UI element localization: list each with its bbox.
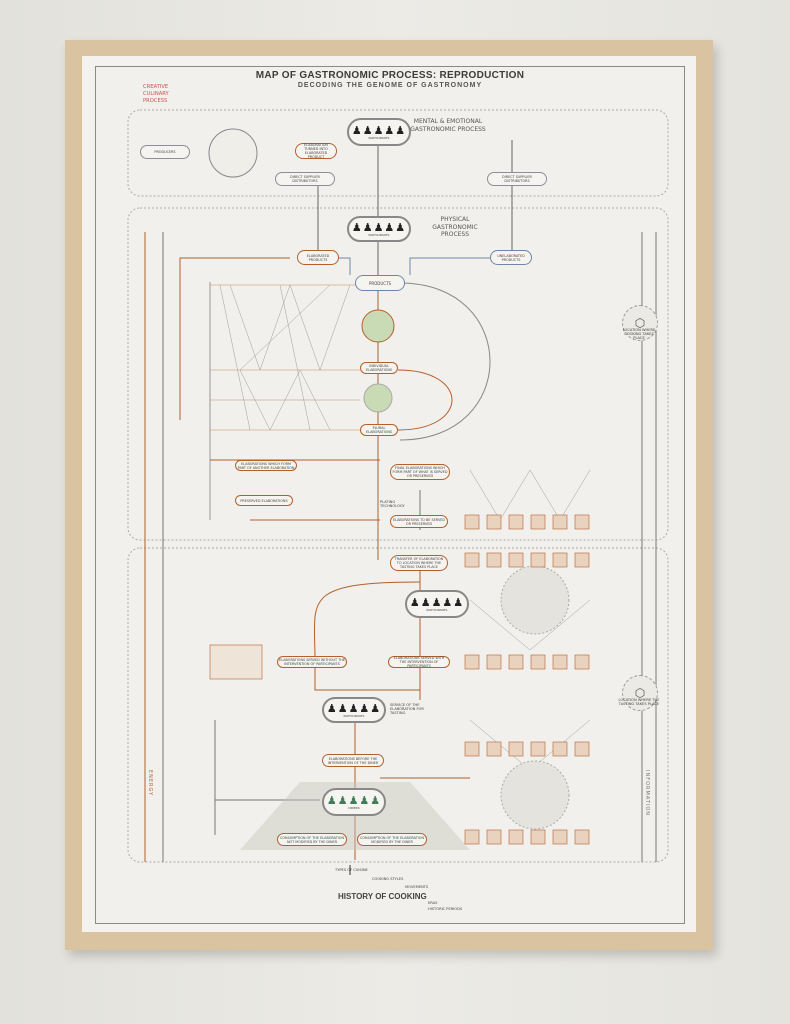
transfer-node: TRANSFER OF ELABORATION TO LOCATION WHER… — [390, 555, 448, 571]
people-icon: ♟♟♟♟♟ — [326, 793, 382, 807]
eras-label: ERAS — [428, 901, 438, 905]
historic-periods-label: HISTORIC PERIODS — [428, 907, 463, 911]
elaborated-product-node: ELABORATION TURNED INTO ELABORATED PRODU… — [295, 143, 337, 159]
people-icon: ♟♟♟♟♟ — [409, 595, 465, 609]
cube-icon-tasting: ⬡ — [622, 675, 658, 711]
location-tasting-label: LOCATION WHERE THE TASTING TAKES PLACE — [618, 698, 660, 707]
before-diner-node: ELABORATIONS BEFORE THE INTERVENTION OF … — [322, 754, 384, 767]
energy-label: ENERGY — [147, 770, 153, 797]
history-of-cooking: HISTORY OF COOKING — [338, 892, 427, 901]
served-with-node: ELABORATIONS SERVED WITH THE INTERVENTIO… — [388, 656, 450, 668]
creative-culinary-process-label: CREATIVE CULINARY PROCESS — [143, 84, 169, 104]
types-of-cuisine-label: TYPES OF CUISINE — [335, 868, 368, 872]
plural-elaborations-node: PLURAL ELABORATIONS — [360, 424, 398, 436]
cube-icon-cooking: ⬡ — [622, 305, 658, 341]
participants-node-physical: ♟♟♟♟♟ PARTICIPANTS — [347, 216, 411, 242]
unelaborated-products-node: UNELABORATED PRODUCTS — [490, 250, 532, 265]
location-cooking-label: LOCATION WHERE COOKING TAKES PLACE — [622, 328, 656, 341]
elaborated-products-node: ELABORATED PRODUCTS — [297, 250, 339, 265]
direct-supplier-right-node: DIRECT SUPPLIER DISTRIBUTORS — [487, 172, 547, 186]
participants-node-top: ♟♟♟♟♟ PARTICIPANTS — [347, 118, 411, 146]
plating-label: PLATING TECHNOLOGY — [380, 500, 405, 509]
producers-node: PRODUCERS — [140, 145, 190, 159]
served-without-node: ELABORATIONS SERVED WITHOUT THE INTERVEN… — [277, 656, 347, 668]
direct-supplier-left-node: DIRECT SUPPLIER DISTRIBUTORS — [275, 172, 335, 186]
people-icon: ♟♟♟♟♟ — [326, 701, 382, 715]
preserved-elaborations-node: PRESERVED ELABORATIONS — [235, 495, 293, 506]
modified-node: CONSUMPTION OF THE ELABORATION MODIFIED … — [357, 833, 427, 846]
individual-elaborations-node: INDIVIDUAL ELABORATIONS — [360, 362, 398, 374]
section-mental-emotional: MENTAL & EMOTIONAL GASTRONOMIC PROCESS — [410, 118, 486, 133]
part-of-another-node: ELABORATIONS WHICH FORM PART OF ANOTHER … — [235, 460, 297, 471]
not-modified-node: CONSUMPTION OF THE ELABORATION NOT MODIF… — [277, 833, 347, 846]
products-node: PRODUCTS — [355, 275, 405, 291]
poster-subtitle: DECODING THE GENOME OF GASTRONOMY — [297, 82, 483, 89]
poster — [95, 66, 685, 924]
to-be-served-node: ELABORATIONS TO BE SERVED OR PRESERVED — [390, 515, 448, 528]
cooking-styles-label: COOKING STYLES — [372, 877, 404, 881]
participants-node-service: ♟♟♟♟♟ PARTICIPANTS — [322, 697, 386, 723]
people-icon: ♟♟♟♟♟ — [351, 123, 407, 137]
final-elaborations-node: FINAL ELABORATIONS WHICH FORM PART OF WH… — [390, 464, 450, 480]
diners-node: ♟♟♟♟♟ DINERS — [322, 788, 386, 816]
people-icon: ♟♟♟♟♟ — [351, 220, 407, 234]
movements-label: MOVEMENTS — [405, 885, 429, 889]
information-label: INFORMATION — [644, 770, 650, 817]
section-physical: PHYSICAL GASTRONOMIC PROCESS — [432, 216, 478, 238]
poster-title: MAP OF GASTRONOMIC PROCESS: REPRODUCTION — [255, 70, 525, 81]
service-label: SERVICE OF THE ELABORATION FOR TASTING — [390, 703, 424, 716]
participants-node-tasting: ♟♟♟♟♟ PARTICIPANTS — [405, 590, 469, 618]
